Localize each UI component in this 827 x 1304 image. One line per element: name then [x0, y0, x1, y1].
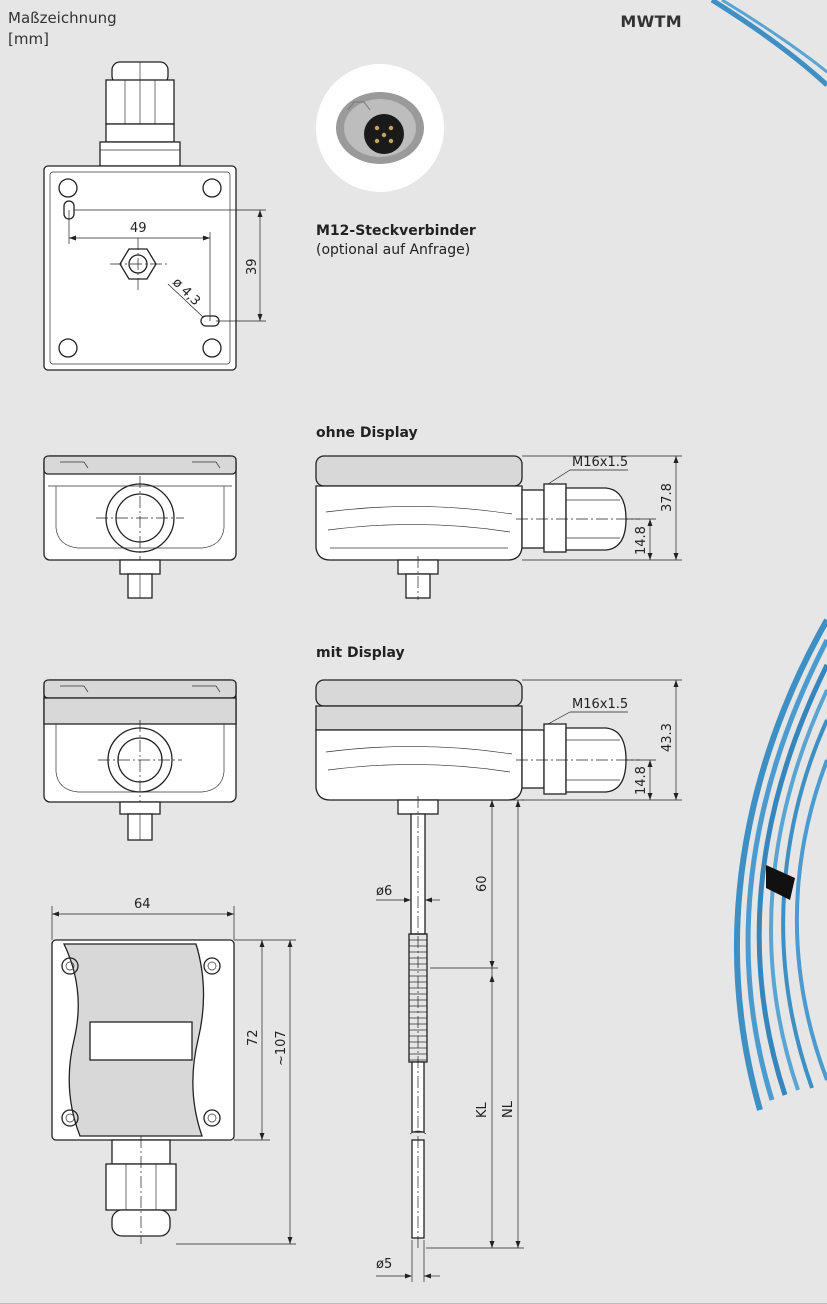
cable-top-image: [710, 0, 827, 87]
dim-gland-height-2: 14.8: [634, 766, 649, 795]
dim-total-height: ~107: [274, 1030, 289, 1066]
drawing-caption: Maßzeichnung [mm]: [8, 8, 117, 50]
product-title: MWTM: [620, 12, 682, 31]
drawing-caption-unit: [mm]: [8, 30, 49, 48]
side-view-no-display: M16x1.5 37.8 14.8: [315, 455, 682, 600]
section-label-with-display: mit Display: [316, 645, 405, 661]
dim-probe-length: 60: [475, 875, 490, 892]
dim-probe-diameter: ø6: [376, 884, 392, 899]
front-panel-view: 64 72 ~107: [51, 897, 296, 1245]
dim-hole-spacing-v: 39: [245, 258, 260, 275]
dim-hole-spacing-h: 49: [130, 221, 147, 236]
dim-kl: KL: [475, 1101, 490, 1118]
connector-subtitle: (optional auf Anfrage): [316, 242, 471, 258]
dim-height-1: 37.8: [660, 483, 675, 512]
dim-tip-diameter: ø5: [376, 1257, 392, 1272]
dim-nl: NL: [501, 1100, 516, 1118]
m12-connector-image: [316, 64, 444, 192]
dim-height-2: 43.3: [660, 723, 675, 752]
connector-caption: M12-Steckverbinder (optional auf Anfrage…: [316, 222, 476, 260]
dim-gland-thread-1: M16x1.5: [572, 455, 628, 470]
section-label-no-display: ohne Display: [316, 425, 418, 441]
dim-box-height: 72: [246, 1029, 261, 1046]
dim-gland-height-1: 14.8: [634, 526, 649, 555]
front-view-no-display: [43, 455, 237, 599]
dim-gland-thread-2: M16x1.5: [572, 697, 628, 712]
front-view-with-display: [43, 679, 237, 841]
dim-width: 64: [134, 897, 151, 912]
cable-coil-image: [734, 618, 827, 1111]
connector-title: M12-Steckverbinder: [316, 223, 476, 239]
side-view-with-display: M16x1.5 43.3 14.8 60 KL NL ø6: [315, 679, 682, 1282]
drawing-caption-title: Maßzeichnung: [8, 9, 117, 27]
back-view-drawing: 49 39 ø 4,3: [43, 61, 266, 371]
